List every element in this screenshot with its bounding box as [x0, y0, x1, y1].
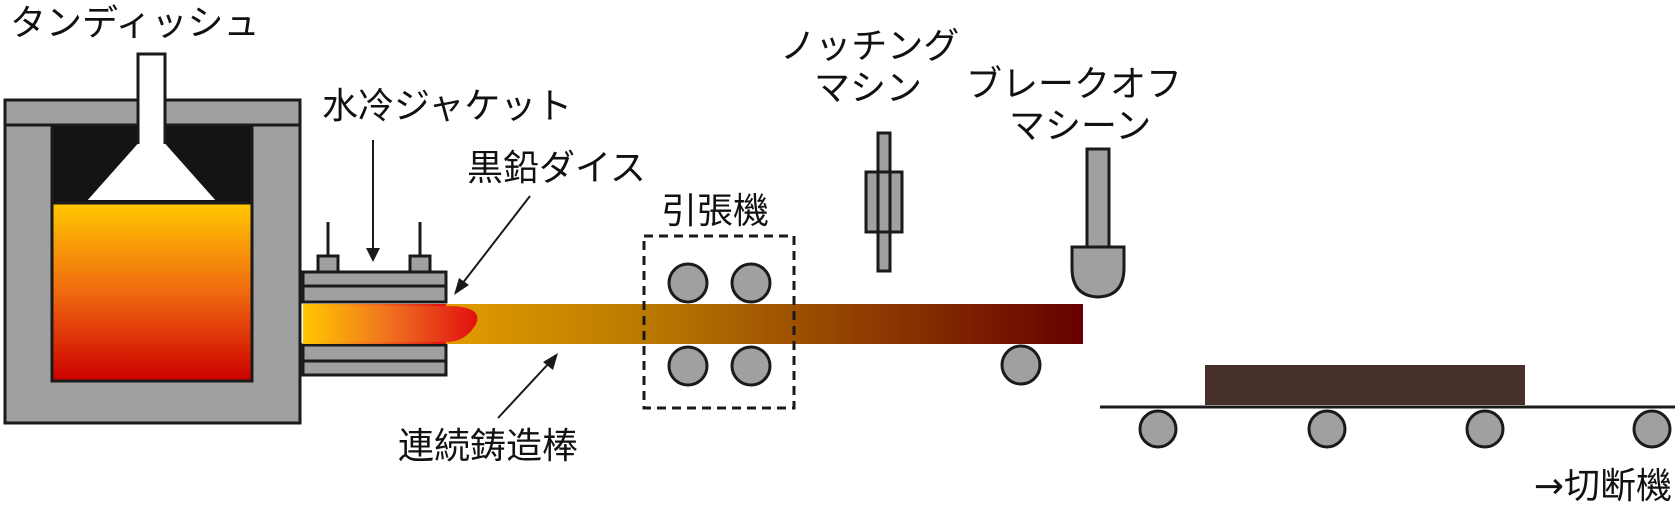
puller-frame: [642, 234, 796, 410]
breakoff-machine: [1070, 147, 1126, 299]
notching-machine: [864, 131, 904, 273]
rod-arrow: [497, 353, 558, 419]
conveyor-roller: [1138, 409, 1178, 449]
solidification-tip: [303, 306, 478, 342]
notching-label-line2: マシン: [814, 68, 922, 109]
breakoff-hammer: [1070, 245, 1126, 299]
graphite-die-label: 黒鉛ダイス: [467, 148, 646, 189]
puller-roller: [730, 262, 772, 304]
tundish-spout: [87, 144, 216, 200]
puller-roller: [730, 345, 772, 387]
breakoff-label-line2: マシーン: [1009, 106, 1151, 147]
water-jacket-arrow: [366, 140, 380, 262]
rod-label: 連続鋳造棒: [398, 426, 578, 467]
puller-roller: [667, 262, 709, 304]
puller-roller: [667, 345, 709, 387]
tundish-label: タンディッシュ: [10, 3, 259, 44]
puller-label: 引張機: [661, 191, 769, 232]
cutter-label: →切断機: [1534, 466, 1672, 507]
puller-rollers: [667, 262, 772, 387]
jacket-lower-inner: [301, 359, 448, 377]
jacket-upper-inner: [301, 270, 448, 288]
notching-blade-mid: [876, 170, 892, 234]
conveyor-roller: [1632, 409, 1672, 449]
breakoff-label-line1: ブレークオフ: [966, 64, 1182, 105]
water-jacket: [301, 222, 448, 377]
breakoff-rod: [1085, 147, 1111, 251]
cut-product: [1205, 365, 1525, 405]
graphite-die-arrow: [454, 195, 531, 295]
inlet-fitting-right: [408, 254, 432, 274]
conveyor-roller: [1465, 409, 1505, 449]
tundish-stem: [136, 52, 167, 148]
conveyor: [1100, 365, 1675, 449]
conveyor-roller: [1307, 409, 1347, 449]
molten-metal: [50, 201, 254, 383]
notching-label-line1: ノッチング: [780, 26, 959, 67]
inlet-fitting-left: [316, 254, 340, 274]
support-roller: [1000, 344, 1042, 386]
tundish: [87, 52, 216, 200]
water-jacket-label: 水冷ジャケット: [322, 86, 572, 127]
